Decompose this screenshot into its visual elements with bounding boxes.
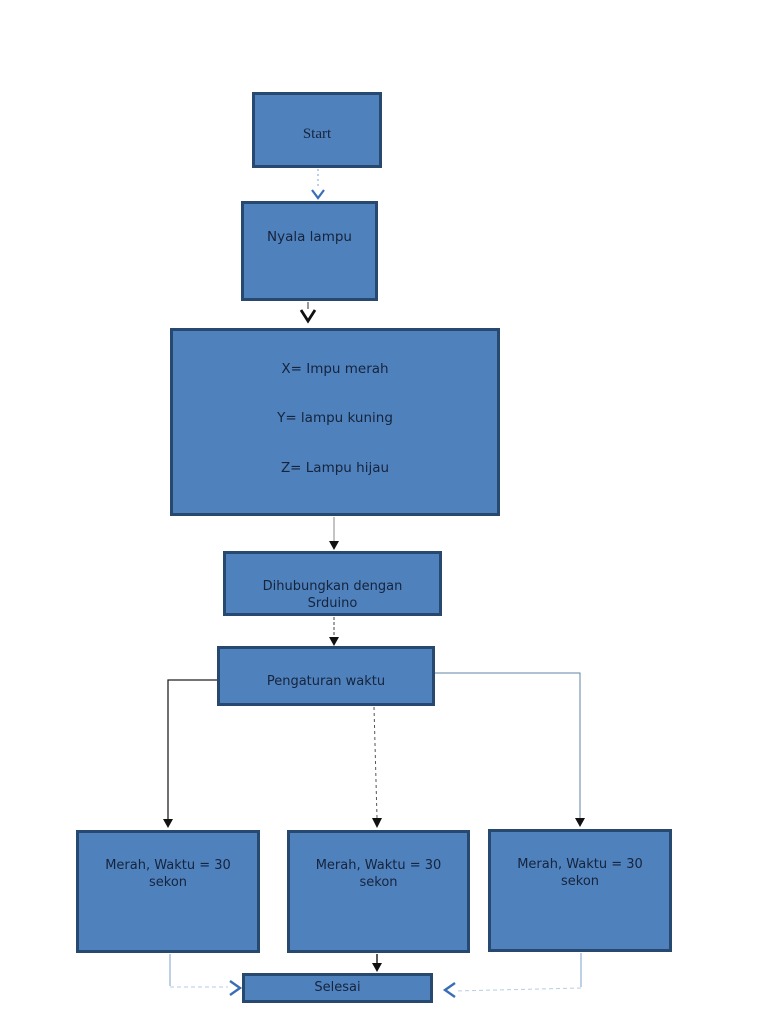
arrowhead-triangle-icon	[329, 541, 339, 550]
connector-pengaturan-to-merah-left	[167, 679, 217, 819]
arrowhead-chevron-blue-icon	[229, 980, 243, 996]
node-label-line1: X= Impu merah	[281, 360, 389, 377]
node-dihubungkan-arduino: Dihubungkan dengan Srduino	[223, 551, 442, 616]
node-variabel-lampu: X= Impu merah Y= lampu kuning Z= Lampu h…	[170, 328, 500, 516]
connector-merah-right-to-selesai-dash	[454, 987, 582, 992]
arrowhead-triangle-icon	[329, 637, 339, 646]
node-merah-waktu-right: Merah, Waktu = 30 sekon	[488, 829, 672, 952]
node-label-line2: Y= lampu kuning	[277, 410, 393, 427]
node-label: Selesai	[314, 980, 361, 996]
node-label: Dihubungkan dengan Srduino	[262, 578, 403, 612]
node-selesai: Selesai	[242, 973, 433, 1003]
arrowhead-triangle-icon	[163, 819, 173, 828]
arrowhead-triangle-icon	[372, 818, 382, 828]
node-label: Merah, Waktu = 30 sekon	[105, 857, 231, 891]
node-label: Pengaturan waktu	[266, 673, 386, 689]
node-merah-waktu-middle: Merah, Waktu = 30 sekon	[287, 830, 470, 953]
node-label: Start	[302, 126, 332, 143]
node-label: Merah, Waktu = 30 sekon	[315, 857, 442, 891]
node-nyala-lampu: Nyala lampu	[241, 201, 378, 301]
node-merah-waktu-left: Merah, Waktu = 30 sekon	[76, 830, 260, 953]
connector-pengaturan-to-merah-mid	[373, 706, 378, 819]
node-label-line3: Z= Lampu hijau	[280, 459, 390, 476]
arrowhead-chevron-blue-icon	[311, 189, 325, 200]
node-start: Start	[252, 92, 382, 168]
connector-pengaturan-to-merah-right	[435, 672, 581, 818]
arrowhead-triangle-icon	[372, 963, 382, 972]
node-label: Nyala lampu	[267, 229, 352, 246]
arrowhead-chevron-blue-icon	[442, 982, 456, 998]
arrowhead-triangle-icon	[575, 818, 585, 827]
node-label: Merah, Waktu = 30 sekon	[517, 856, 643, 890]
arrowhead-chevron-black-icon	[299, 309, 317, 324]
node-pengaturan-waktu: Pengaturan waktu	[217, 646, 435, 706]
